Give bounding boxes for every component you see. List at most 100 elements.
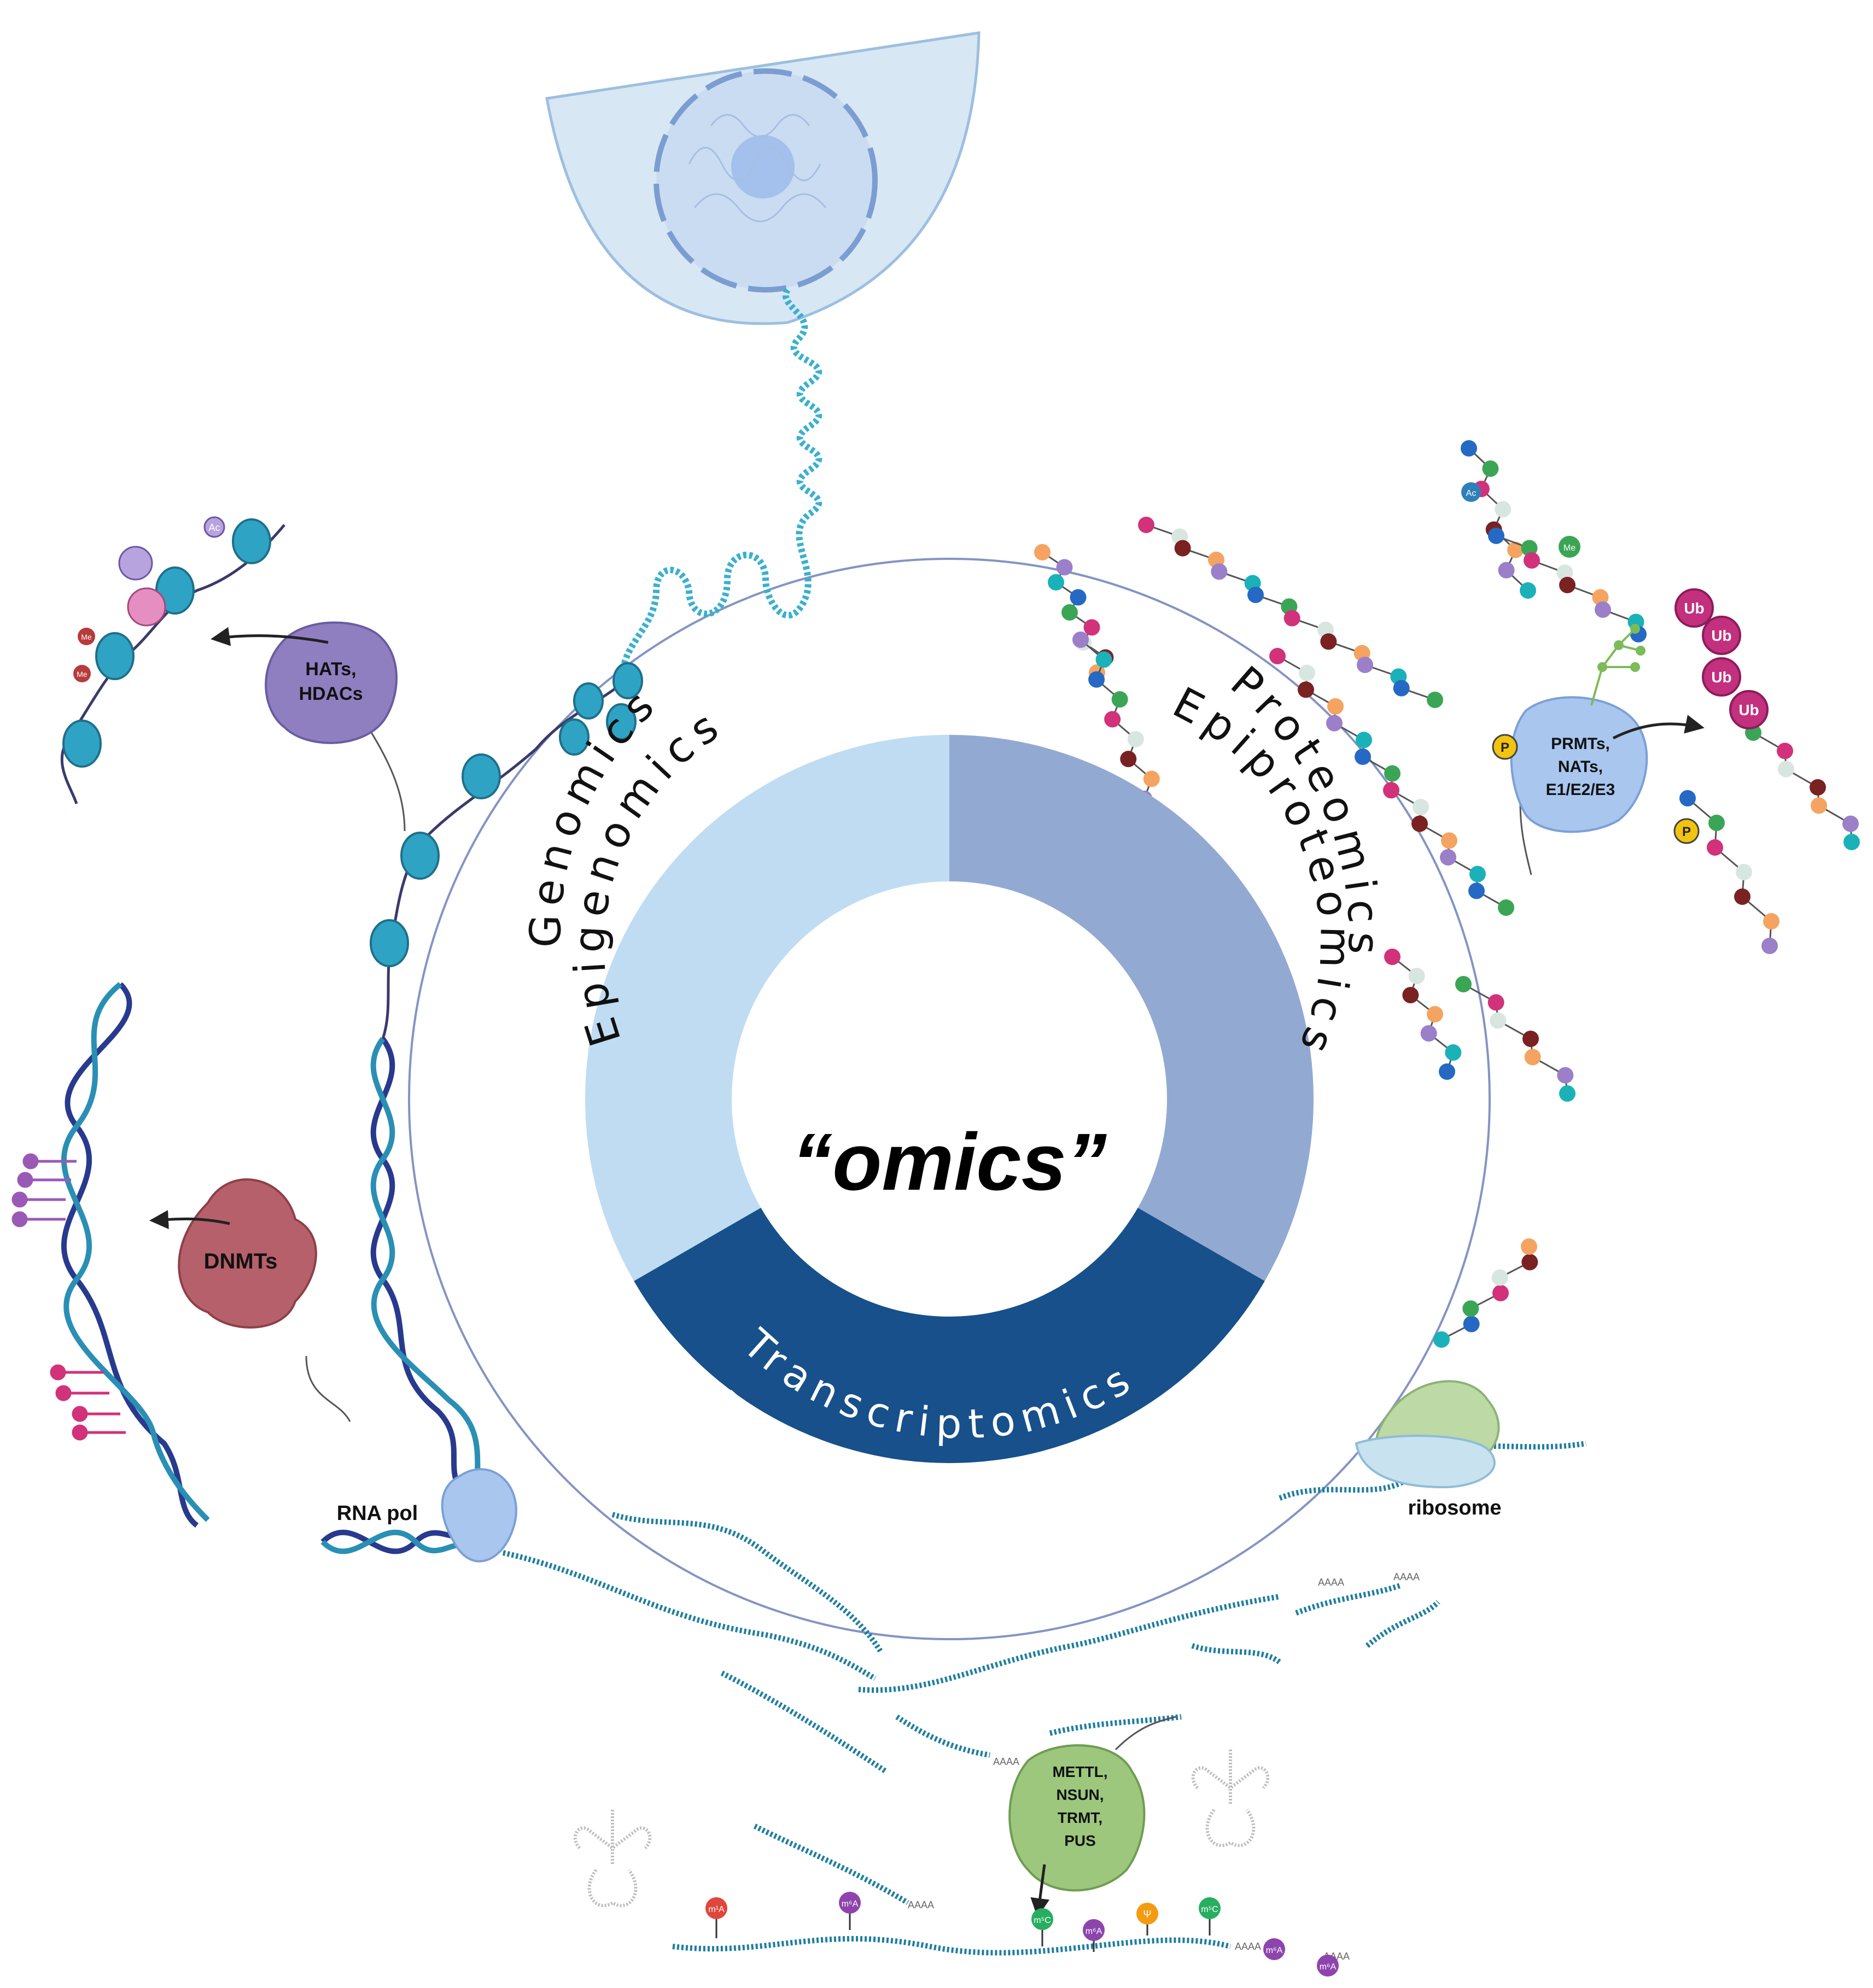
amino-acid-bead (1095, 651, 1112, 668)
amino-acid-bead (1269, 648, 1286, 664)
rna-pol-label: RNA pol (337, 1502, 418, 1525)
amino-acid-bead (1393, 680, 1410, 697)
trna-left (573, 1810, 652, 1908)
amino-acid-bead (1247, 587, 1264, 603)
amino-acid-bead (1708, 815, 1725, 831)
amino-acid-bead (1048, 574, 1064, 590)
amino-acid-bead (1384, 765, 1401, 782)
amino-acid-bead (1521, 1254, 1538, 1271)
dna-helix-icon (370, 1037, 484, 1501)
rna-strand-icon (672, 1936, 1232, 1956)
amino-acid-bead (1420, 1025, 1437, 1042)
nucleosome-icon (62, 720, 102, 768)
amino-acid-bead (1763, 913, 1779, 929)
amino-acid-bead (1083, 619, 1100, 636)
amino-acid-bead (1556, 564, 1573, 581)
amino-acid-bead (1524, 552, 1540, 569)
enzyme-blob-icon (178, 1178, 317, 1329)
amino-acid-bead (1413, 799, 1429, 815)
hats-enzyme: HATs, HDACs (211, 621, 406, 832)
rna-strand-icon (1295, 1583, 1401, 1616)
amino-acid-bead (1357, 657, 1373, 673)
prmts-enzyme: PRMTs, NATs, E1/E2/E3 P P (1492, 624, 1705, 875)
amino-acid-bead (1778, 761, 1794, 777)
amino-acid-bead (1491, 1269, 1508, 1286)
rna-strands (502, 1441, 1586, 1956)
ribosome: ribosome (1355, 1380, 1502, 1519)
amino-acid-bead (1174, 540, 1191, 557)
rna-modifications: m¹A m⁶A m⁵C m⁶A Ψ m⁵C m⁶A m⁶A (705, 1892, 1339, 1977)
amino-acid-bead (1461, 440, 1477, 457)
amino-acid-bead (1559, 577, 1576, 593)
amino-acid-bead (1463, 1315, 1480, 1332)
m6a-mark: m⁶A (1320, 1962, 1337, 1972)
ac-mark: Ac (208, 522, 220, 533)
mettl-label: METTL, (1052, 1763, 1107, 1780)
amino-acid-bead (1356, 732, 1372, 749)
amino-acid-bead (1120, 751, 1137, 768)
peptide-chain-icon (1753, 732, 1853, 843)
m6a-mark: m⁶A (1266, 1946, 1283, 1955)
arrow-icon (149, 1210, 230, 1230)
omics-ring (585, 735, 1314, 1464)
peptide-chain-icon (1277, 655, 1507, 909)
nats-label: NATs, (1558, 758, 1603, 776)
amino-acid-bead (1445, 1044, 1462, 1061)
amino-acid-bead (1211, 563, 1228, 580)
ub-mark: Ub (1684, 600, 1704, 617)
amino-acid-bead (1070, 589, 1087, 606)
rna-strand-icon (1191, 1643, 1281, 1665)
rna-strand-icon (858, 1594, 1280, 1693)
chromatin-marks: Ac Me Me (60, 516, 285, 804)
psi-mark: Ψ (1143, 1909, 1151, 1920)
amino-acid-bead (1595, 601, 1611, 618)
me-mark: Me (81, 633, 92, 641)
amino-acid-bead (1679, 790, 1696, 806)
amino-acid-bead (1520, 582, 1536, 599)
polya-tails: AAAA AAAA AAAA AAAA AAAA AAAA (908, 1571, 1420, 1962)
nucleosome-icon (559, 718, 590, 756)
rna-strand-icon (895, 1714, 990, 1758)
outer-cycle-circle (408, 558, 1491, 1640)
arrow-icon (211, 627, 329, 646)
m5c-mark: m⁵C (1201, 1905, 1218, 1914)
chromatin-fiber-icon (620, 288, 822, 668)
nucleosome-icon (400, 832, 440, 880)
amino-acid-bead (1072, 632, 1089, 648)
prmts-label: PRMTs, (1551, 735, 1610, 753)
rna-strand-icon (753, 1823, 909, 1905)
nucleosome-icon (612, 662, 643, 699)
amino-acid-bead (1761, 938, 1778, 954)
rna-pol-icon (441, 1468, 517, 1563)
ub-mark: Ub (1738, 701, 1759, 718)
ub-mark: Ub (1711, 627, 1731, 644)
amino-acid-bead (1427, 692, 1443, 708)
amino-acid-bead (1592, 589, 1609, 606)
omics-title: “omics” (792, 1117, 1107, 1207)
p-mark: P (1501, 740, 1509, 755)
m5c-mark: m⁵C (1034, 1916, 1051, 1925)
amino-acid-bead (1734, 888, 1751, 905)
peptide-chain-icon (1463, 983, 1568, 1094)
peptide-chain-icon (1441, 1246, 1531, 1341)
nsun-label: NSUN, (1056, 1786, 1104, 1803)
amino-acid-bead (1355, 749, 1371, 765)
amino-acid-bead (1283, 610, 1300, 627)
trna-icon (573, 1810, 652, 1908)
nucleosome-icon (462, 753, 501, 799)
nucleosome-icon (232, 518, 271, 564)
amino-acid-bead (1521, 1238, 1537, 1255)
amino-acid-bead (1439, 1063, 1455, 1080)
nucleosome-icon (606, 703, 637, 740)
amino-acid-bead (1408, 968, 1425, 984)
pus-label: PUS (1064, 1832, 1096, 1849)
amino-acid-bead (1469, 866, 1486, 882)
ac-mark: Ac (1466, 489, 1477, 498)
amino-acid-bead (1455, 976, 1472, 992)
ribosome-small-subunit (1355, 1435, 1496, 1489)
rna-pol: RNA pol (320, 1468, 517, 1563)
e1e2e3-label: E1/E2/E3 (1546, 781, 1615, 799)
amino-acid-bead (1521, 540, 1538, 557)
amino-acid-bead (1384, 949, 1401, 965)
rna-strand-icon (502, 1550, 877, 1681)
